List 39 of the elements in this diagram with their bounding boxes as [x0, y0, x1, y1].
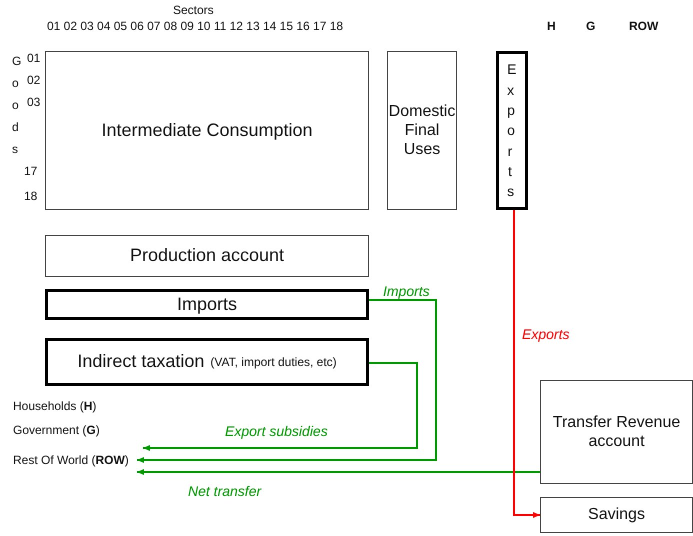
account-box	[45, 235, 369, 277]
arrow	[143, 362, 418, 451]
arrow	[137, 469, 540, 475]
account-box	[45, 289, 369, 320]
axis-label: Sectors	[173, 3, 214, 17]
box-label: Production account	[130, 245, 284, 267]
axis-label: ROW	[629, 19, 658, 33]
axis-label: 18	[24, 189, 38, 203]
axis-label: G	[586, 19, 596, 33]
edge-label: Exports	[522, 326, 570, 342]
axis-label: H	[547, 19, 556, 33]
account-box	[496, 51, 528, 210]
sector-label: Households (H)	[13, 399, 103, 414]
axis-label: 03	[27, 95, 40, 109]
axis-label: 17	[24, 164, 38, 178]
axis-label: 02	[27, 73, 40, 87]
axis-label: 01	[27, 51, 40, 65]
box-label: Exports	[507, 60, 517, 202]
edge-label: Net transfer	[188, 483, 262, 499]
edge-label: Export subsidies	[225, 423, 328, 439]
account-box	[45, 338, 369, 386]
account-box	[45, 51, 369, 210]
box-label: (VAT, import duties, etc)	[210, 354, 337, 370]
box-label: Intermediate Consumption	[101, 120, 313, 142]
sector-label: Rest Of World (ROW)	[13, 453, 131, 468]
account-box	[387, 51, 457, 210]
box-label: Transfer Revenue account	[552, 412, 682, 452]
arrow	[513, 210, 540, 518]
account-box	[540, 497, 693, 533]
box-label: Indirect taxation	[77, 351, 204, 373]
edge-label: Imports	[383, 283, 430, 299]
axis-label: Goods	[12, 53, 20, 158]
account-box	[540, 380, 693, 484]
sector-label: Government (G)	[13, 423, 101, 438]
axis-label: 01 02 03 04 05 06 07 08 09 10 11 12 13 14 15 16 17 18	[47, 19, 344, 33]
box-label: Imports	[176, 294, 237, 316]
arrow	[137, 299, 437, 463]
box-label: Savings	[588, 505, 645, 525]
box-label: Domestic Final Uses	[388, 102, 456, 160]
